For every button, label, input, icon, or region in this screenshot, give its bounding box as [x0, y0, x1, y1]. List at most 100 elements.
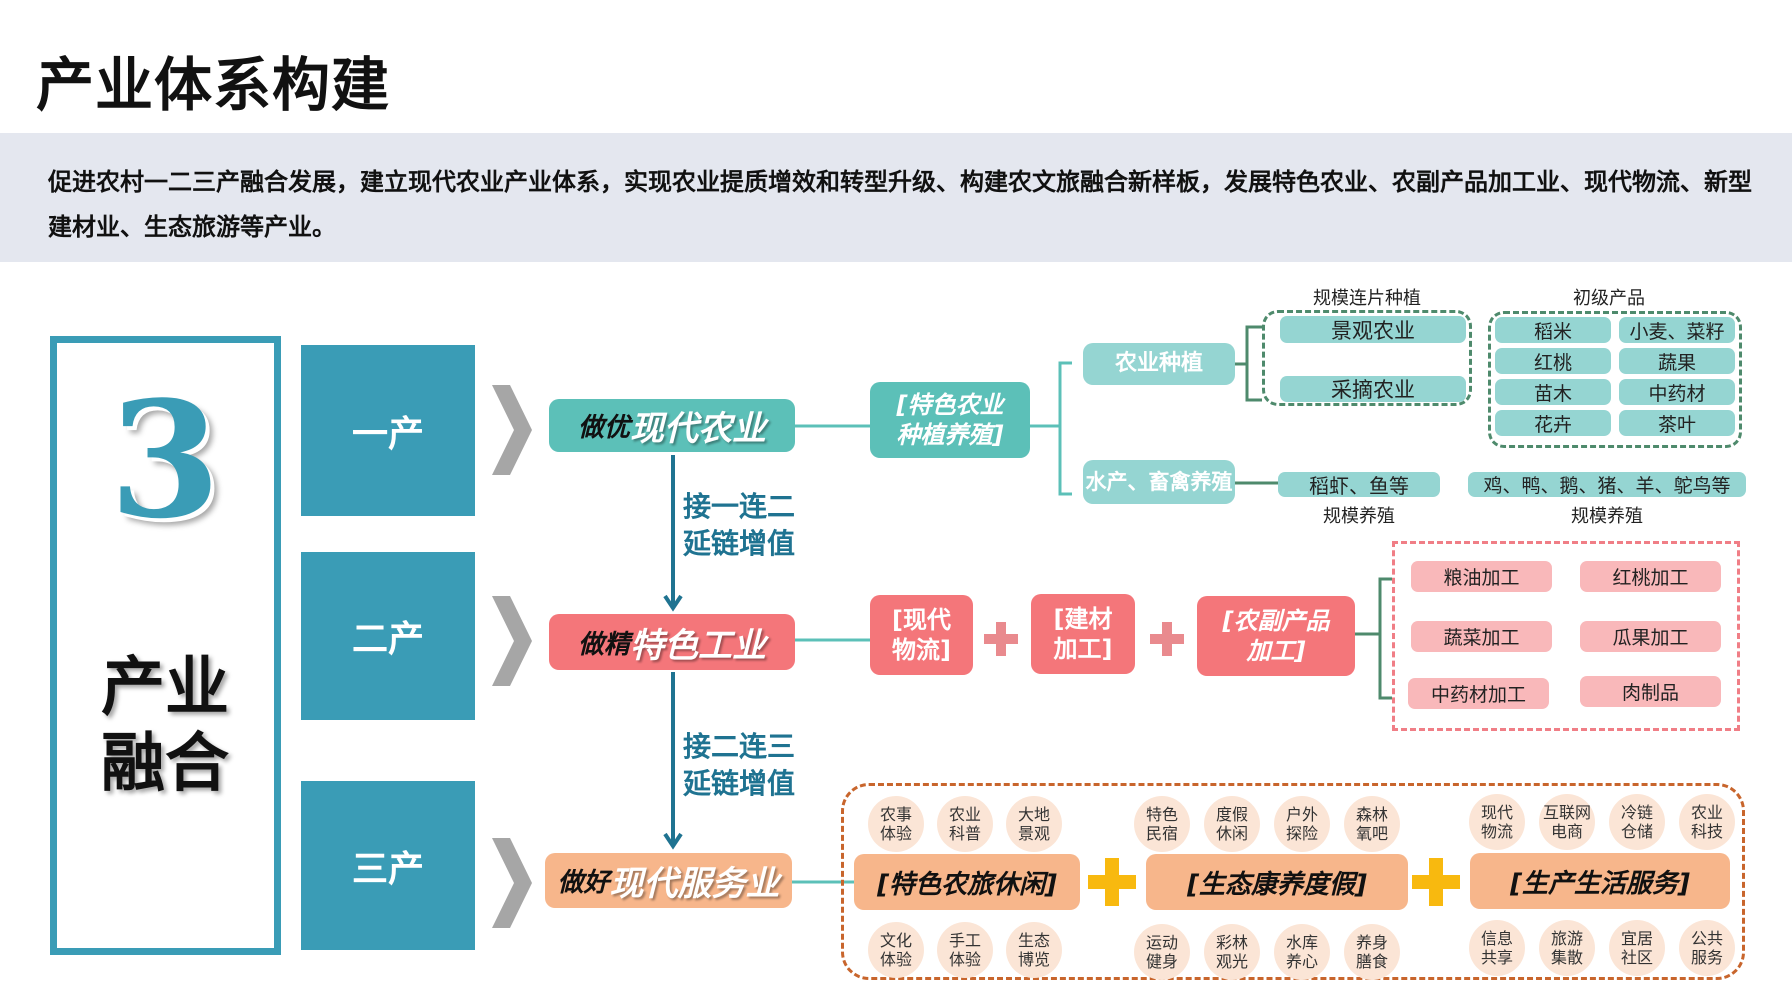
arrow-head-1 [663, 594, 683, 612]
chain-line: 延链增值 [683, 767, 796, 800]
fusion-label: 产业 融合 [60, 650, 270, 802]
chevron-right-icon [492, 838, 532, 928]
product-item: 蔬果 [1619, 348, 1735, 374]
industry-tertiary: 三产 [301, 781, 475, 950]
service-production-life: [生产生活服务] [1470, 853, 1730, 909]
industry-primary: 一产 [301, 345, 475, 516]
industry-secondary: 二产 [301, 552, 475, 720]
service-item: 旅游集散 [1539, 920, 1595, 976]
node-modern-agriculture: 做优现代农业 [549, 399, 795, 452]
chain-label-1: 接一连二 延链增值 [683, 488, 795, 562]
service-item: 彩林观光 [1204, 924, 1260, 980]
caption-livestock: 规模养殖 [1571, 506, 1643, 527]
category-line: [农副产品 [1222, 607, 1330, 635]
service-item: 农业科技 [1679, 794, 1735, 850]
category-line: [建材 [1053, 605, 1113, 633]
service-item: 宜居社区 [1609, 920, 1665, 976]
group-processing [1392, 541, 1740, 731]
plus-icon [1150, 622, 1184, 656]
caption-aquaculture: 规模养殖 [1323, 506, 1395, 527]
category-line: [现代 [892, 606, 951, 634]
service-item: 农事体验 [868, 796, 924, 852]
caption-scale-planting: 规模连片种植 [1313, 288, 1421, 309]
item-aquaculture: 稻虾、鱼等 [1278, 472, 1440, 498]
fusion-number: 3 [109, 366, 221, 554]
service-item: 森林氧吧 [1344, 796, 1400, 852]
category-line: [特色农业 [896, 391, 1004, 419]
plus-icon [1088, 858, 1136, 906]
intro-text: 促进农村一二三产融合发展，建立现代农业产业体系，实现农业提质增效和转型升级、构建… [48, 168, 1752, 241]
node-planting: 农业种植 [1083, 343, 1235, 385]
group-primary-products [1488, 311, 1742, 448]
category-line: 加工] [1053, 635, 1113, 663]
service-item: 公共服务 [1679, 920, 1735, 976]
node-breeding: 水产、畜禽养殖 [1083, 460, 1235, 504]
product-item: 红桃 [1495, 348, 1611, 374]
service-item: 现代物流 [1469, 794, 1525, 850]
category-line: 种植养殖] [896, 421, 1004, 449]
service-item: 大地景观 [1006, 796, 1062, 852]
bracket-planting [1245, 325, 1262, 402]
category-building-materials: [建材 加工] [1031, 594, 1135, 674]
node-main: 特色工业 [630, 625, 766, 666]
service-item: 农业科普 [937, 796, 993, 852]
service-agri-tourism: [特色农旅休闲] [854, 854, 1080, 910]
item-scale-planting: 景观农业 [1280, 316, 1466, 343]
fusion-line-2: 融合 [101, 727, 229, 801]
processing-item: 粮油加工 [1411, 561, 1552, 592]
chevron-right-icon [492, 596, 532, 686]
category-line: 物流] [892, 636, 951, 664]
processing-item: 红桃加工 [1580, 561, 1721, 592]
node-special-industry: 做精特色工业 [549, 614, 795, 670]
service-eco-wellness: [生态康养度假] [1146, 854, 1408, 910]
service-item: 特色民宿 [1134, 796, 1190, 852]
product-item: 中药材 [1619, 379, 1735, 405]
service-item: 信息共享 [1469, 920, 1525, 976]
product-item: 小麦、菜籽 [1619, 317, 1735, 343]
bracket-primary [1058, 361, 1072, 496]
product-item: 花卉 [1495, 410, 1611, 436]
chain-line: 接二连三 [683, 730, 796, 763]
node-main: 现代服务业 [609, 864, 780, 904]
fusion-line-1: 产业 [101, 651, 229, 725]
node-main: 现代农业 [630, 409, 766, 449]
node-modern-service: 做好现代服务业 [545, 853, 792, 908]
item-scale-planting: 采摘农业 [1280, 376, 1466, 402]
group-scale-planting [1262, 310, 1472, 406]
processing-item: 中药材加工 [1408, 678, 1549, 709]
service-item: 户外探险 [1274, 796, 1330, 852]
plus-icon [984, 622, 1018, 656]
service-item: 养身膳食 [1344, 924, 1400, 980]
node-prefix: 做好 [557, 868, 610, 898]
product-item: 茶叶 [1619, 410, 1735, 436]
chain-line: 延链增值 [683, 527, 796, 560]
category-logistics: [现代 物流] [870, 595, 973, 675]
processing-item: 瓜果加工 [1580, 621, 1721, 652]
arrow-head-2 [663, 832, 683, 850]
processing-item: 肉制品 [1580, 676, 1721, 707]
service-item: 文化体验 [868, 922, 924, 978]
category-line: 加工] [1246, 637, 1306, 665]
node-prefix: 做精 [577, 629, 630, 660]
plus-icon [1412, 858, 1460, 906]
fusion-panel [50, 336, 281, 955]
intro-banner [0, 133, 1792, 262]
service-item: 生态博览 [1006, 922, 1062, 978]
service-item: 运动健身 [1134, 924, 1190, 980]
service-item: 水库养心 [1274, 924, 1330, 980]
page-title: 产业体系构建 [36, 51, 391, 119]
service-item: 冷链仓储 [1609, 794, 1665, 850]
bracket-processing [1378, 577, 1392, 700]
processing-item: 蔬菜加工 [1411, 621, 1552, 652]
item-livestock: 鸡、鸭、鹅、猪、羊、鸵鸟等 [1468, 472, 1746, 497]
category-special-agriculture: [特色农业 种植养殖] [870, 382, 1030, 458]
chevron-right-icon [492, 385, 532, 475]
product-item: 苗木 [1495, 379, 1611, 405]
service-item: 手工体验 [937, 922, 993, 978]
category-agri-products: [农副产品 加工] [1197, 596, 1355, 676]
service-item: 互联网电商 [1539, 794, 1595, 850]
product-item: 稻米 [1495, 317, 1611, 343]
node-prefix: 做优 [577, 413, 630, 443]
chain-line: 接一连二 [683, 490, 796, 523]
